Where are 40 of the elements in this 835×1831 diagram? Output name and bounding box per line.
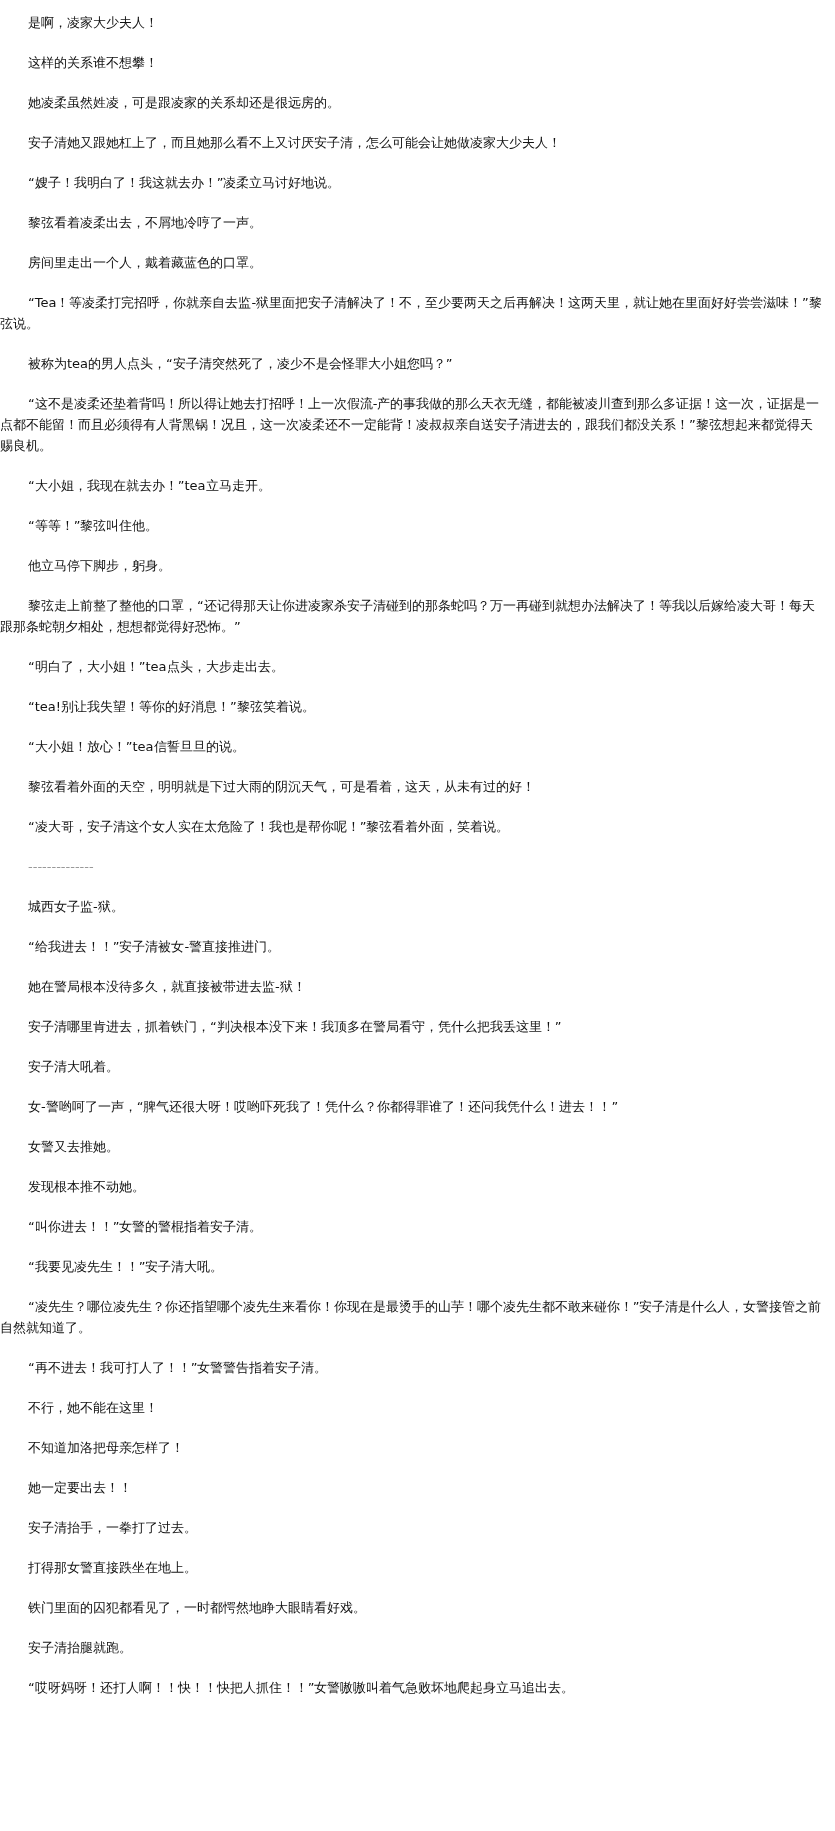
paragraph: “大小姐！放心！”tea信誓旦旦的说。 <box>27 738 246 756</box>
paragraph: “凌先生？哪位凌先生？你还指望哪个凌先生来看你！你现在是最烫手的山芋！哪个凌先生都不敢来碰你！”安子清是什么人，女警接管之前自然就知道了。 <box>0 1298 822 1337</box>
paragraph: 他立马停下脚步，躬身。 <box>27 557 172 575</box>
paragraph: “凌大哥，安子清这个女人实在太危险了！我也是帮你呢！”黎弦看着外面，笑着说。 <box>27 818 511 836</box>
paragraph: 铁门里面的囚犯都看见了，一时都愕然地睁大眼睛看好戏。 <box>27 1599 367 1617</box>
paragraph: “嫂子！我明白了！我这就去办！”凌柔立马讨好地说。 <box>27 174 342 192</box>
paragraph: 黎弦看着凌柔出去，不屑地冷哼了一声。 <box>27 214 263 232</box>
paragraph: 安子清抬手，一拳打了过去。 <box>27 1519 198 1537</box>
paragraph: 城西女子监-狱。 <box>27 898 125 916</box>
paragraph: “叫你进去！！”女警的警棍指着安子清。 <box>27 1218 264 1236</box>
paragraph: 安子清她又跟她杠上了，而且她那么看不上又讨厌安子清，怎么可能会让她做凌家大少夫人！ <box>27 134 562 152</box>
paragraph: “我要见凌先生！！”安子清大吼。 <box>27 1258 225 1276</box>
paragraph: “哎呀妈呀！还打人啊！！快！！快把人抓住！！”女警嗷嗷叫着气急败坏地爬起身立马追出去。 <box>27 1679 576 1697</box>
paragraph: 打得那女警直接跌坐在地上。 <box>27 1559 198 1577</box>
paragraph: 安子清大吼着。 <box>27 1058 120 1076</box>
paragraph: 被称为tea的男人点头，“安子清突然死了，凌少不是会怪罪大小姐您吗？” <box>27 355 454 373</box>
paragraph: 她在警局根本没待多久，就直接被带进去监-狱！ <box>27 978 307 996</box>
paragraph: 黎弦看着外面的天空，明明就是下过大雨的阴沉天气，可是看着，这天，从未有过的好！ <box>27 778 536 796</box>
paragraph: “给我进去！！”安子清被女-警直接推进门。 <box>27 938 282 956</box>
paragraph: “明白了，大小姐！”tea点头，大步走出去。 <box>27 658 285 676</box>
paragraph: “再不进去！我可打人了！！”女警警告指着安子清。 <box>27 1359 329 1377</box>
paragraph: 是啊，凌家大少夫人！ <box>27 14 159 32</box>
paragraph: “tea!别让我失望！等你的好消息！”黎弦笑着说。 <box>27 698 316 716</box>
paragraph: 不知道加洛把母亲怎样了！ <box>27 1439 185 1457</box>
paragraph: 她凌柔虽然姓凌，可是跟凌家的关系却还是很远房的。 <box>27 94 341 112</box>
paragraph: 女警又去推她。 <box>27 1138 120 1156</box>
paragraph: 安子清哪里肯进去，抓着铁门，“判决根本没下来！我顶多在警局看守，凭什么把我丢这里！” <box>27 1018 563 1036</box>
paragraph: “Tea！等凌柔打完招呼，你就亲自去监-狱里面把安子清解决了！不，至少要两天之后再解决！这两天里，就让她在里面好好尝尝滋味！”黎弦说。 <box>0 294 822 333</box>
paragraph: “大小姐，我现在就去办！”tea立马走开。 <box>27 477 272 495</box>
paragraph: 不行，她不能在这里！ <box>27 1399 159 1417</box>
paragraph: “这不是凌柔还垫着背吗！所以得让她去打招呼！上一次假流-产的事我做的那么天衣无缝，都能被凌川查到那么多证据！这一次，证据是一点都不能留！而且必须得有人背黑锅！况且，这一次凌柔还不一定能背！凌叔叔亲自送安子清进去的，跟我们都没关系！”黎弦想起来都觉得天赐良机。 <box>0 395 821 455</box>
paragraph: 黎弦走上前整了整他的口罩，“还记得那天让你进凌家杀安子清碰到的那条蛇吗？万一再碰到就想办法解决了！等我以后嫁给凌大哥！每天跟那条蛇朝夕相处，想想都觉得好恐怖。” <box>0 597 816 636</box>
paragraph: 这样的关系谁不想攀！ <box>27 54 159 72</box>
paragraph: “等等！”黎弦叫住他。 <box>27 517 160 535</box>
paragraph: 女-警哟呵了一声，“脾气还很大呀！哎哟吓死我了！凭什么？你都得罪谁了！还问我凭什么！进去！！” <box>27 1098 620 1116</box>
separator-line: -------------- <box>27 858 95 876</box>
paragraph: 房间里走出一个人，戴着藏蓝色的口罩。 <box>27 254 263 272</box>
paragraph: 安子清抬腿就跑。 <box>27 1639 133 1657</box>
paragraph: 发现根本推不动她。 <box>27 1178 146 1196</box>
paragraph: 她一定要出去！！ <box>27 1479 133 1497</box>
